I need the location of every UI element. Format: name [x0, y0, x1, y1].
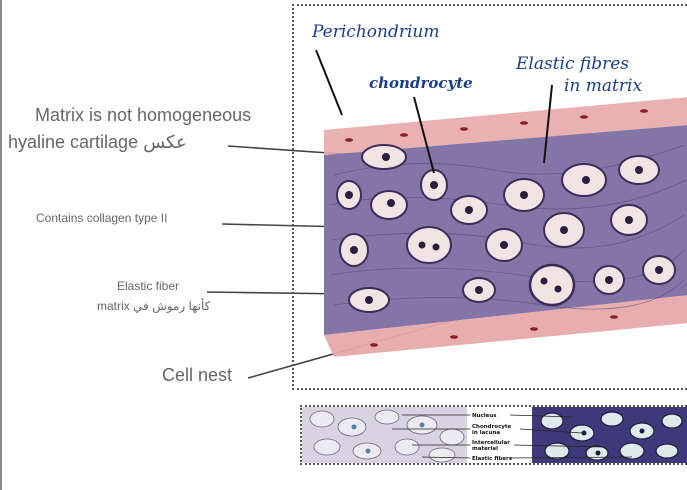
page-left-border: [0, 0, 2, 490]
drawing-label-chondrocyte: chondrocyte: [369, 74, 473, 92]
micrograph-label-in-lacuna: in lacuna: [472, 430, 500, 436]
chondrocyte: [619, 156, 659, 184]
micrograph-label-nucleus: Nucleus: [472, 413, 497, 419]
micrograph-label-material: material: [472, 446, 498, 452]
annotation-collagen-type: Contains collagen type II: [36, 212, 167, 226]
chondrocyte: [337, 181, 361, 209]
chondrocyte: [643, 256, 675, 284]
annotation-elastic-fiber-arabic: كأنها رموش في matrix: [97, 300, 210, 314]
drawing-label-perichondrium: Perichondrium: [311, 22, 439, 42]
chondrocyte: [544, 213, 584, 247]
chondrocyte: [349, 288, 389, 312]
chondrocyte: [504, 179, 544, 211]
chondrocyte: [594, 266, 624, 294]
chondrocyte: [421, 170, 447, 200]
micrograph-label-elastic-fibers: Elastic fibers: [472, 456, 513, 462]
drawing-label-elastic-fibres: Elastic fibres: [515, 54, 629, 74]
chondrocyte: [407, 227, 451, 263]
chondrocyte: [451, 196, 487, 224]
chondrocyte: [371, 191, 407, 219]
chondrocyte: [463, 278, 495, 302]
annotation-matrix-not-homogeneous: Matrix is not homogeneous: [35, 105, 251, 126]
chondrocyte: [362, 145, 406, 169]
annotation-hyaline-contrast: عكس hyaline cartilage: [8, 132, 187, 153]
chondrocyte: [611, 205, 647, 235]
chondrocyte: [530, 265, 574, 305]
micrograph-panel: Nucleus Chondrocyte in lacuna Intercellu…: [302, 407, 687, 463]
chondrocyte: [340, 234, 368, 266]
elastic-cartilage-drawing: Perichondrium chondrocyte Elastic fibres…: [294, 5, 687, 389]
chondrocyte: [486, 229, 522, 261]
chondrocyte: [562, 164, 606, 196]
annotation-cell-nest: Cell nest: [162, 365, 232, 386]
annotation-elastic-fiber: Elastic fiber: [117, 280, 179, 294]
drawing-label-in-matrix: in matrix: [564, 76, 642, 96]
